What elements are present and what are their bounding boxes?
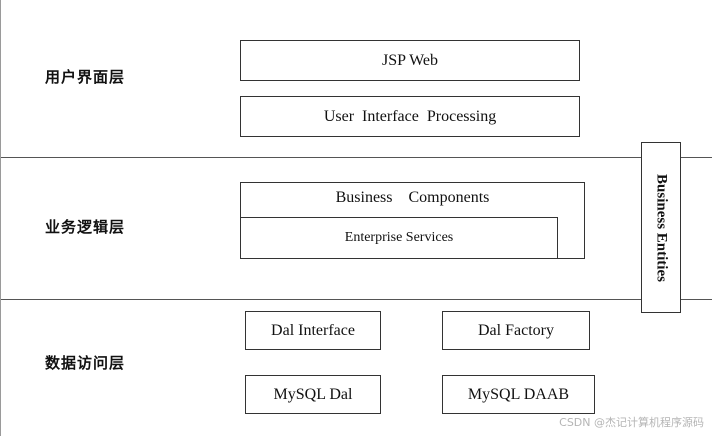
enterprise-services-box: Enterprise Services [240,217,558,259]
watermark-text: CSDN @杰记计算机程序源码 [559,416,704,429]
layer-label-data: 数据访问层 [45,354,126,372]
layer-divider-business-data [1,299,712,300]
layer-divider-ui-business [1,157,712,158]
jsp-web-box: JSP Web [240,40,580,81]
mysql-daab-box: MySQL DAAB [442,375,595,414]
layer-label-business: 业务逻辑层 [45,218,126,236]
dal-interface-box: Dal Interface [245,311,381,350]
business-entities-panel: Business Entities [641,142,681,313]
mysql-dal-box: MySQL Dal [245,375,381,414]
business-entities-label: Business Entities [653,173,670,282]
dal-factory-box: Dal Factory [442,311,590,350]
ui-processing-box: User Interface Processing [240,96,580,137]
layer-label-ui: 用户界面层 [45,68,126,86]
